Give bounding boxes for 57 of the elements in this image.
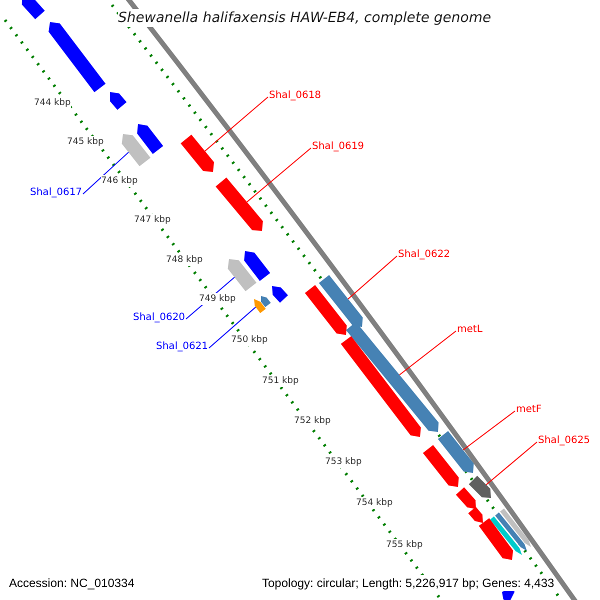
tick-label: 749 kbp bbox=[199, 293, 236, 305]
title: Shewanella halifaxensis HAW-EB4, complete genome bbox=[118, 9, 492, 27]
gene-block bbox=[22, 0, 45, 20]
tick-label: 744 kbp bbox=[34, 97, 71, 109]
gene-block bbox=[318, 275, 363, 327]
gene-block bbox=[500, 508, 531, 547]
tick-label: 751 kbp bbox=[262, 375, 299, 387]
gene-block bbox=[272, 286, 288, 303]
leader-line bbox=[246, 148, 312, 202]
gene-block bbox=[48, 22, 106, 92]
gene-block bbox=[304, 285, 347, 335]
leader-line bbox=[399, 330, 456, 376]
tick-label: 754 kbp bbox=[356, 497, 393, 509]
gene-block bbox=[110, 92, 127, 110]
gene-block bbox=[422, 445, 459, 487]
leader-line bbox=[486, 442, 538, 486]
gene-block bbox=[244, 251, 270, 281]
gene-label: Shal_0618 bbox=[269, 90, 322, 102]
gene-label: Shal_0617 bbox=[30, 187, 82, 199]
tick-label: 753 kbp bbox=[325, 456, 362, 468]
gene-block bbox=[216, 178, 263, 231]
leader-line bbox=[348, 256, 398, 300]
gene-block bbox=[456, 487, 476, 509]
leader-line bbox=[82, 152, 129, 194]
gene-label: metF bbox=[516, 404, 542, 416]
gene-block bbox=[228, 259, 256, 292]
gene-block bbox=[490, 516, 522, 555]
tick-label: 747 kbp bbox=[134, 214, 171, 226]
leader-line bbox=[462, 410, 516, 450]
gene-label: metL bbox=[457, 324, 482, 336]
gene-block bbox=[180, 134, 214, 172]
gene-block bbox=[261, 296, 271, 308]
gene-block bbox=[137, 124, 164, 154]
gene-label: Shal_0625 bbox=[538, 435, 590, 447]
info-text: Accession: NC_010334 bbox=[9, 575, 134, 591]
gene-block bbox=[468, 506, 483, 523]
tick-label: 745 kbp bbox=[67, 136, 104, 148]
gene-block bbox=[254, 299, 266, 314]
tick-label: 752 kbp bbox=[294, 415, 331, 427]
tick-label: 748 kbp bbox=[166, 254, 203, 266]
gene-block bbox=[478, 518, 514, 560]
gene-block bbox=[340, 336, 421, 437]
gene-block bbox=[495, 512, 527, 551]
gene-block bbox=[122, 134, 150, 166]
leader-line bbox=[204, 96, 268, 152]
gene-label: Shal_0619 bbox=[312, 141, 364, 153]
leader-line bbox=[208, 306, 256, 348]
tick-label: 750 kbp bbox=[231, 334, 268, 346]
gene-label: Shal_0621 bbox=[156, 341, 208, 353]
tick-label: 746 kbp bbox=[101, 175, 138, 187]
gene-label: Shal_0620 bbox=[133, 312, 186, 324]
gene-block bbox=[468, 476, 491, 498]
info-text: Topology: circular; Length: 5,226,917 bp; Genes: 4,433 bbox=[262, 575, 554, 591]
tick-label: 755 kbp bbox=[386, 539, 423, 551]
gene-block bbox=[502, 588, 515, 600]
gene-label: Shal_0622 bbox=[398, 249, 450, 261]
gene-block bbox=[438, 431, 474, 473]
